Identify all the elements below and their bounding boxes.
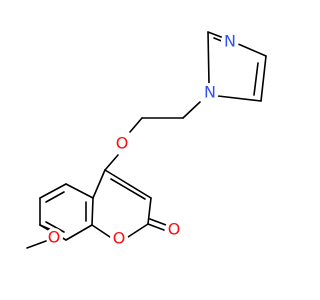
bond-c4-c5 (260, 55, 267, 102)
bond-c4-c3 (104, 169, 152, 199)
bond-c4-c5-inner (253, 62, 259, 96)
bond-c5-c6 (39, 183, 67, 199)
bond-c2-n1 (207, 31, 210, 85)
bond-c5-c6-inner (45, 191, 65, 203)
bond-c5-n1 (217, 95, 262, 102)
bond-c4-c3-inner (110, 178, 146, 200)
bond-c2-o1 (127, 223, 149, 238)
bond-ch2-o (129, 117, 143, 133)
pyranone-ring (91, 169, 152, 238)
bond-o-c4 (104, 154, 119, 171)
atom-label-n3: N (224, 32, 236, 51)
bond-methoxy-methyl (26, 240, 47, 249)
ethyl-linker (129, 101, 201, 133)
bond-c8-c8a (65, 224, 93, 241)
bond-c8a-c4a (91, 197, 94, 226)
atom-n3: N (221, 32, 239, 51)
bond-c2-carbonyl-double (149, 218, 167, 226)
atom-methoxy-o: O (45, 228, 63, 247)
atom-label-carbonyl-o: O (168, 220, 181, 239)
bond-c4a-c4 (92, 169, 106, 199)
bond-c2-carbonyl (147, 223, 165, 231)
atom-carbonyl-o: O (165, 220, 183, 239)
atom-label-methoxy-o: O (48, 228, 61, 247)
bond-c3-c2 (147, 197, 152, 225)
bond-o1-c8a (91, 224, 111, 238)
molecule-structure: N N O O O O (26, 31, 267, 249)
atom-n1: N (201, 83, 219, 102)
atom-ring-o: O (110, 229, 128, 248)
bond-n1-ch2 (182, 101, 201, 119)
atom-label-ether-o: O (116, 134, 129, 153)
bond-c7-c8-inner (45, 221, 65, 233)
bond-c4a-c5 (65, 183, 94, 199)
atom-label-n1: N (204, 83, 216, 102)
atom-ether-o: O (113, 134, 131, 153)
atom-label-ring-o: O (113, 229, 126, 248)
